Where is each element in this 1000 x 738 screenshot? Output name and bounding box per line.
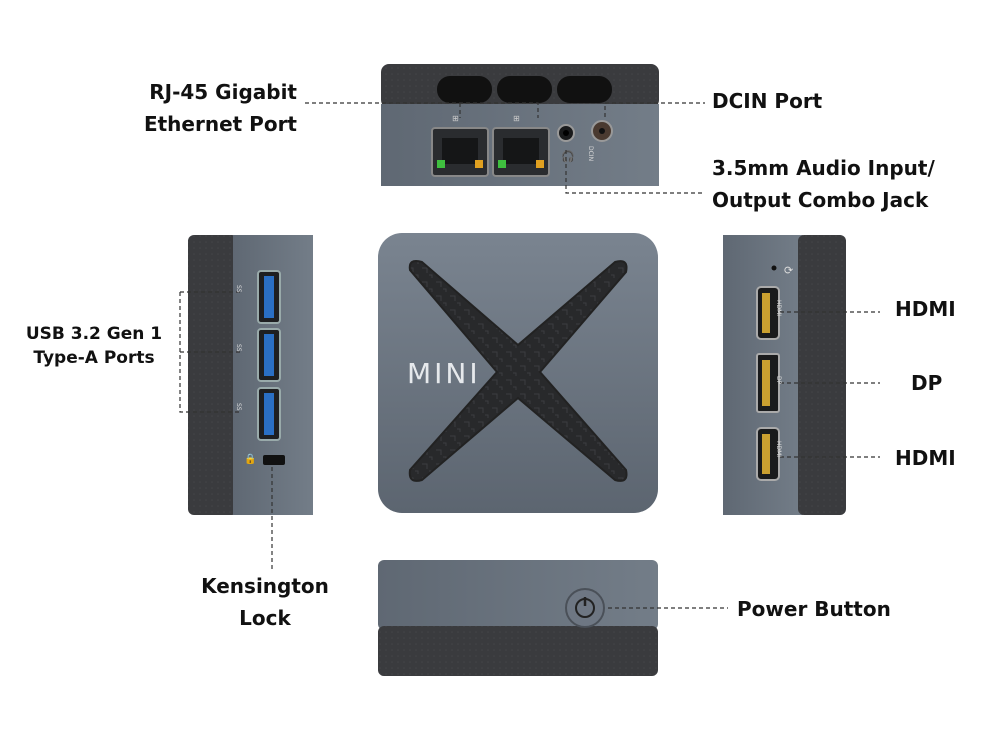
left-side-view: 🔒 [188, 235, 313, 515]
label-audio: 3.5mm Audio Input/ Output Combo Jack [712, 156, 935, 212]
usb-mark-1: SS [235, 285, 242, 293]
power-status-icon: ⟳ [784, 264, 793, 277]
hdmi-port-top [756, 286, 780, 340]
label-dp: DP [911, 371, 943, 395]
brand-logo: MINI [407, 357, 481, 390]
audio-jack: 🎧 [557, 124, 575, 163]
usb-port-1 [257, 270, 281, 324]
usb-port-3 [257, 387, 281, 441]
headphone-icon: 🎧 [561, 150, 575, 163]
dcin-mark: DCIN [587, 146, 594, 162]
lock-icon: 🔒 [244, 453, 256, 465]
x-pattern [408, 260, 628, 482]
dp-mark: DP [775, 376, 782, 385]
lan-icon: ⊞ [452, 114, 459, 123]
label-power: Power Button [737, 597, 891, 621]
front-view [378, 560, 658, 676]
usb-mark-2: SS [235, 344, 242, 352]
usb-mark-3: SS [235, 403, 242, 411]
lan-icon: ⊞ [513, 114, 520, 123]
rj45-port-2 [492, 127, 550, 177]
dp-port [756, 353, 780, 413]
hdmi-mark-top: HDMI [775, 300, 782, 317]
top-view [378, 233, 658, 513]
led-indicator [771, 265, 777, 271]
rj45-port-1 [431, 127, 489, 177]
label-rj45: RJ-45 Gigabit Ethernet Port [143, 80, 297, 136]
label-hdmi-top: HDMI [895, 297, 956, 321]
label-dcin: DCIN Port [712, 89, 823, 113]
power-button [565, 588, 605, 628]
label-hdmi-bottom: HDMI [895, 446, 956, 470]
right-side-view: ⟳ [723, 235, 846, 515]
usb-port-2 [257, 328, 281, 382]
label-usb: USB 3.2 Gen 1 Type-A Ports [25, 324, 163, 368]
leader-lines [179, 102, 880, 609]
hdmi-mark-bottom: HDMI [775, 441, 782, 458]
kensington-slot [263, 455, 285, 465]
dcin-jack [591, 120, 613, 142]
rear-panel-view: ⊞ ⊞ 🎧 [381, 64, 659, 186]
hdmi-port-bottom [756, 427, 780, 481]
label-kensington: Kensington Lock [201, 574, 329, 630]
